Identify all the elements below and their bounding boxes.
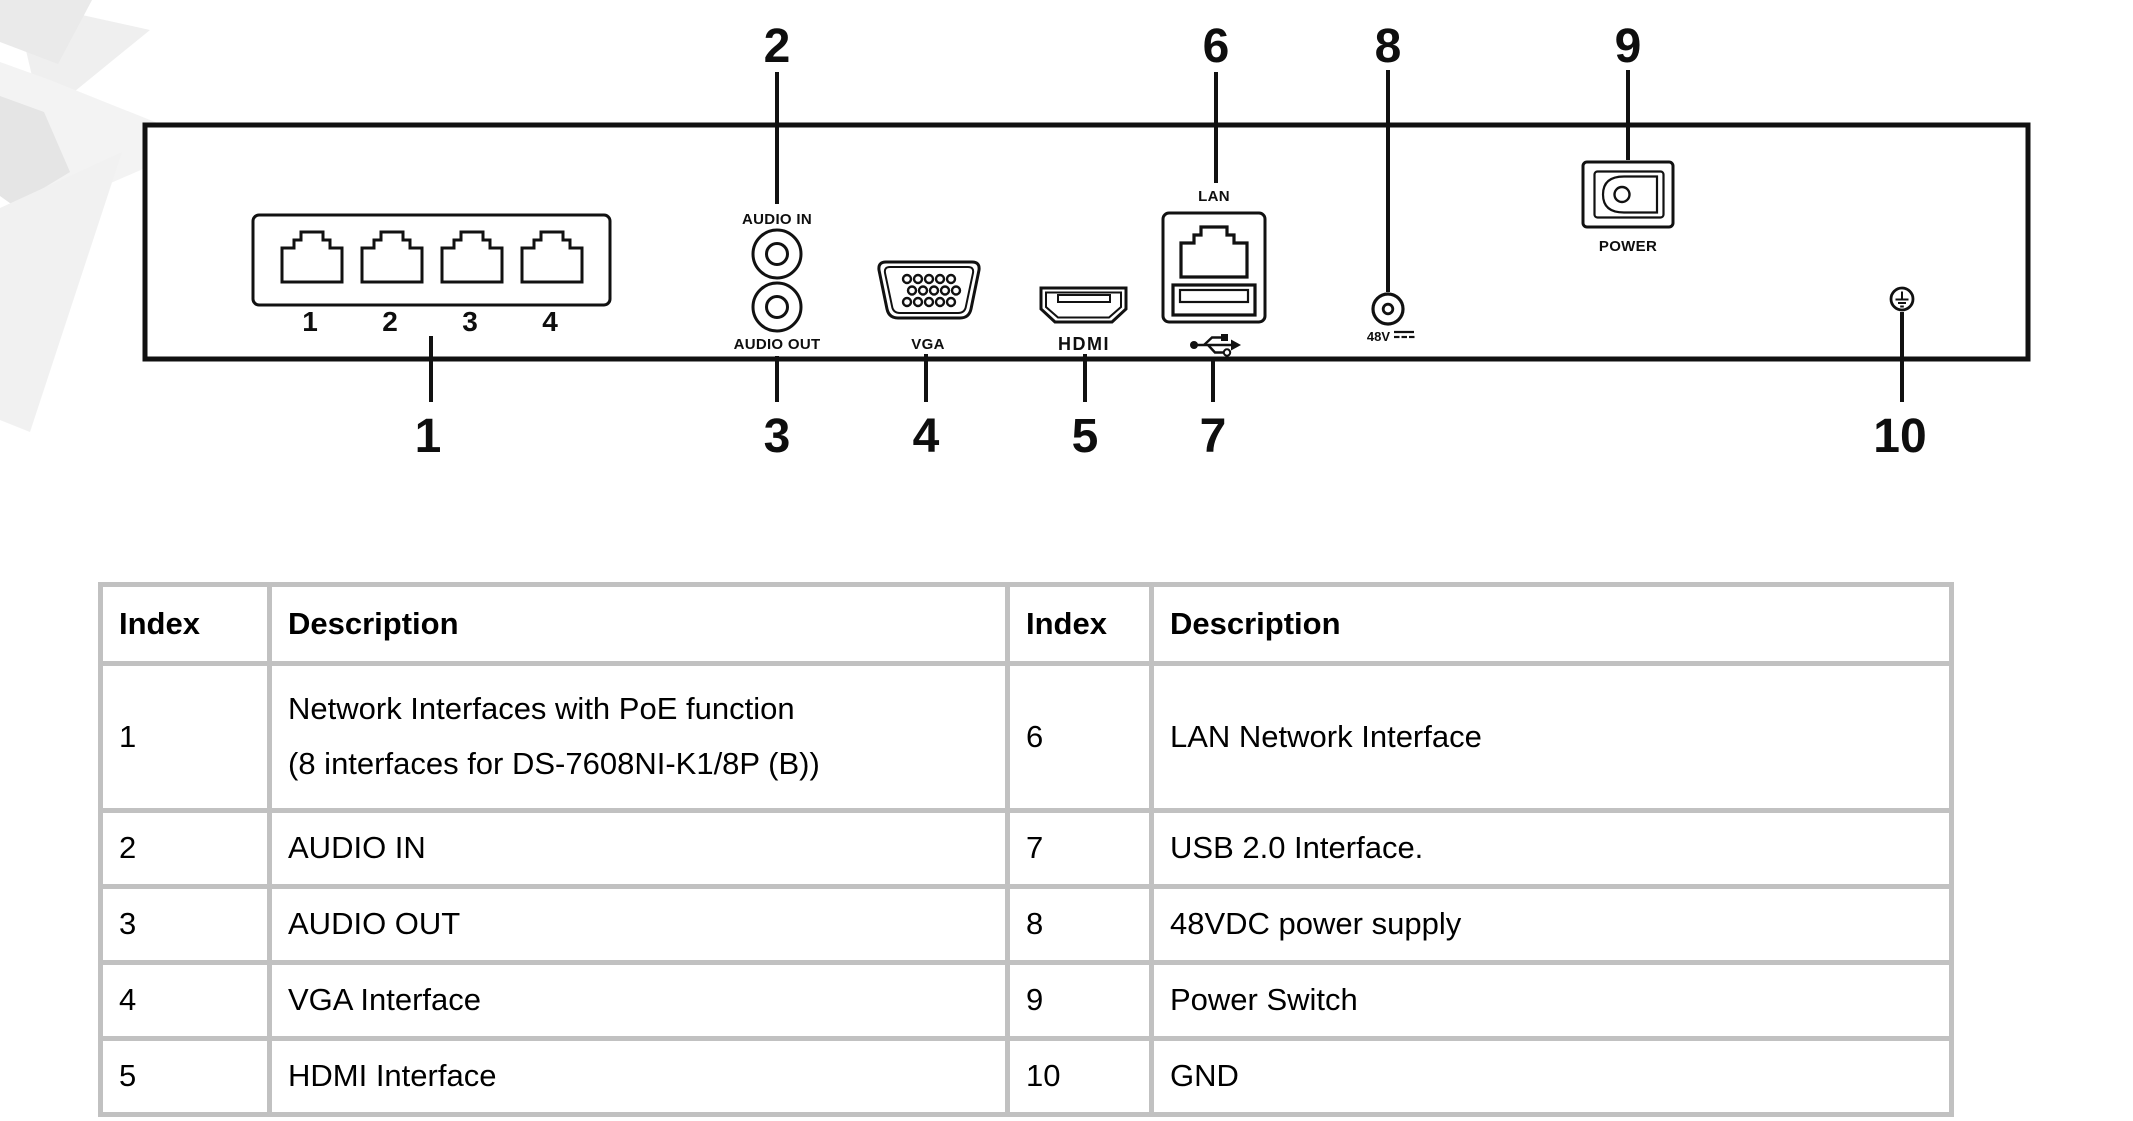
description-cell: Power Switch [1149, 960, 1954, 1041]
dc-jack-pin [1381, 302, 1395, 316]
description-cell: Network Interfaces with PoE function (8 … [267, 661, 1010, 813]
audio-in-jack-icon [751, 228, 803, 280]
callout-numbers: 2 6 8 9 1 3 4 5 7 10 [415, 20, 1927, 463]
power-switch: POWER [1581, 160, 1675, 255]
rj45-port-icon [440, 230, 504, 284]
callout-7: 7 [1200, 410, 1227, 463]
hdmi-label: HDMI [1058, 334, 1110, 354]
vga-pins [901, 273, 962, 308]
index-cell: 7 [1005, 808, 1154, 889]
callout-10: 10 [1873, 410, 1926, 463]
table-header-row: Index Description Index Description [98, 582, 1954, 666]
usb-port-tongue [1178, 288, 1250, 304]
hdmi-inner-outline [1045, 291, 1122, 319]
poe-port-number: 1 [302, 306, 318, 337]
header-index-left: Index [98, 582, 272, 666]
vga-inner-outline [883, 266, 975, 314]
description-cell: GND [1149, 1036, 1954, 1117]
panel-outline [142, 122, 2031, 362]
index-cell: 9 [1005, 960, 1154, 1041]
callout-9: 9 [1615, 20, 1642, 73]
vga-label: VGA [911, 336, 944, 353]
callout-8: 8 [1375, 20, 1402, 73]
audio-in-jack-pin [765, 242, 789, 266]
dc-current-icon [1394, 330, 1415, 339]
table-row: 5 HDMI Interface 10 GND [98, 1036, 1954, 1117]
power-switch-rocker [1601, 175, 1659, 214]
table-row: 4 VGA Interface 9 Power Switch [98, 960, 1954, 1041]
callout-1: 1 [415, 410, 442, 463]
index-cell: 4 [98, 960, 272, 1041]
rj45-port-icon [280, 230, 344, 284]
callout-2: 2 [764, 20, 791, 73]
audio-out-label: AUDIO OUT [734, 336, 821, 353]
rj45-port-icon [520, 230, 584, 284]
poe-port-number: 4 [542, 306, 558, 337]
power-switch-indicator [1613, 185, 1631, 204]
rj45-port-icon [360, 230, 424, 284]
description-cell: AUDIO OUT [267, 884, 1010, 965]
index-cell: 8 [1005, 884, 1154, 965]
vga-connector: VGA [877, 260, 981, 353]
audio-in-label: AUDIO IN [742, 211, 812, 228]
description-cell: LAN Network Interface [1149, 661, 1954, 813]
protective-earth-icon [1889, 286, 1915, 312]
index-table-section: Index Description Index Description 1 Ne… [98, 582, 1954, 1117]
description-cell: 48VDC power supply [1149, 884, 1954, 965]
lan-rj45-icon [1179, 225, 1249, 279]
earth-symbol [1895, 291, 1909, 308]
index-cell: 1 [98, 661, 272, 813]
index-cell: 6 [1005, 661, 1154, 813]
dc-voltage-label: 48V [1367, 329, 1390, 344]
description-line: Network Interfaces with PoE function [288, 691, 795, 727]
index-cell: 5 [98, 1036, 272, 1117]
description-cell: AUDIO IN [267, 808, 1010, 889]
gnd-terminal [1889, 286, 1915, 312]
hdmi-connector: HDMI [1039, 286, 1128, 354]
lan-usb-block: LAN [1161, 188, 1267, 357]
rear-panel-diagram: 1 2 3 4 AUDIO IN AUDIO OUT VGA [142, 20, 2031, 463]
callout-3: 3 [764, 410, 791, 463]
description-cell: HDMI Interface [267, 1036, 1010, 1117]
power-switch-outline [1581, 160, 1675, 229]
audio-jacks: AUDIO IN AUDIO OUT [734, 211, 821, 353]
index-cell: 2 [98, 808, 272, 889]
callout-5: 5 [1072, 410, 1099, 463]
poe-ports-bracket [251, 213, 612, 307]
lan-label: LAN [1198, 188, 1230, 205]
poe-port-number: 2 [382, 306, 398, 337]
description-cell: USB 2.0 Interface. [1149, 808, 1954, 889]
power-label: POWER [1599, 238, 1657, 255]
table-row: 3 AUDIO OUT 8 48VDC power supply [98, 884, 1954, 965]
callout-leader-lines [429, 70, 1904, 402]
poe-port-number: 3 [462, 306, 478, 337]
index-cell: 3 [98, 884, 272, 965]
hdmi-outline [1039, 286, 1128, 324]
table-row: 2 AUDIO IN 7 USB 2.0 Interface. [98, 808, 1954, 889]
audio-out-jack-icon [751, 281, 803, 333]
audio-out-jack-pin [765, 295, 789, 319]
description-line: (8 interfaces for DS-7608NI-K1/8P (B)) [288, 746, 820, 781]
ports-table: Index Description Index Description 1 Ne… [98, 582, 1954, 1117]
header-description-right: Description [1149, 582, 1954, 666]
usb-icon [1190, 334, 1241, 357]
dc-jack-icon [1371, 292, 1405, 326]
callout-4: 4 [913, 410, 940, 463]
lan-usb-bracket [1161, 211, 1267, 324]
hdmi-slot [1057, 294, 1111, 303]
table-row: 1 Network Interfaces with PoE function (… [98, 661, 1954, 813]
description-cell: VGA Interface [267, 960, 1010, 1041]
dc-power-jack: 48V [1367, 292, 1415, 344]
background-watermark [0, 0, 205, 432]
poe-ports-block: 1 2 3 4 [251, 213, 612, 337]
callout-6: 6 [1203, 20, 1230, 73]
power-switch-recess [1593, 170, 1665, 219]
index-cell: 10 [1005, 1036, 1154, 1117]
header-index-right: Index [1005, 582, 1154, 666]
header-description-left: Description [267, 582, 1010, 666]
